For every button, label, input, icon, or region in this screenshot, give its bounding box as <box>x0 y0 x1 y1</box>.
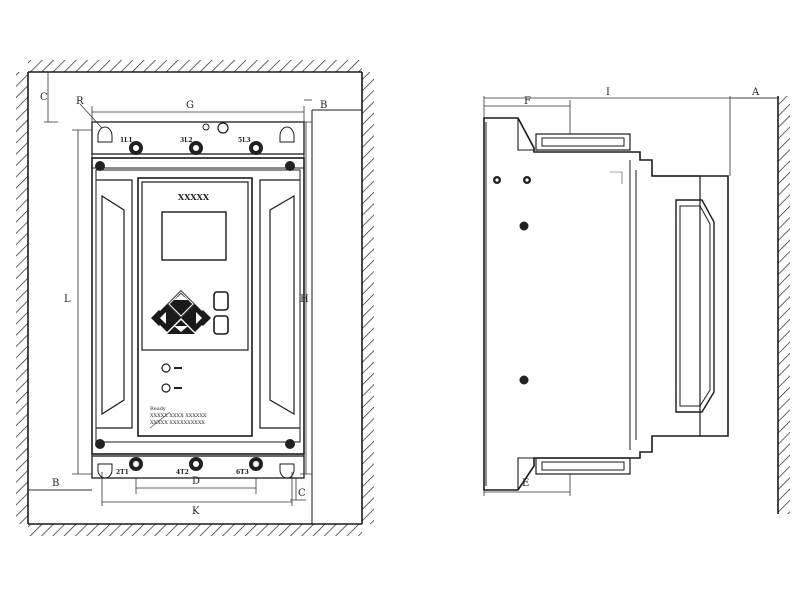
lcd-display <box>161 211 227 261</box>
dim-label-h: H <box>300 294 309 305</box>
terminal-label-2t1: 2T1 <box>116 469 129 476</box>
dim-label-c-bottom: C <box>298 488 306 499</box>
dim-label-g: G <box>186 100 194 111</box>
dim-label-l: L <box>64 294 71 305</box>
brand-label: XXXXX <box>178 192 210 202</box>
status-led <box>161 363 171 373</box>
top-terminals: 1L1 3L2 5L3 <box>120 137 263 155</box>
terminal-label-6t3: 6T3 <box>236 469 249 476</box>
control-panel: XXXXX Ready <box>137 177 253 437</box>
bottom-mounting-plate: 2T1 4T2 6T3 <box>91 442 305 479</box>
panel-text-1: Ready <box>150 406 166 412</box>
dim-label-a: A <box>751 87 760 98</box>
enclosure-walls <box>16 60 374 536</box>
dim-label-d: D <box>192 476 200 487</box>
side-view: I A F E <box>483 87 790 514</box>
front-view: 1L1 3L2 5L3 XXXXX <box>16 60 374 536</box>
starter-body <box>91 157 305 455</box>
panel-text-3: XXXXX XXXXXXXXXX <box>150 420 205 426</box>
dim-label-i: I <box>606 87 610 98</box>
dim-label-e: E <box>522 478 529 489</box>
dim-label-r: R <box>76 96 84 107</box>
terminal-label-1l1: 1L1 <box>120 137 133 144</box>
stop-key <box>213 315 229 335</box>
dim-label-k: K <box>192 506 200 517</box>
dim-label-b-left: B <box>52 478 59 489</box>
side-housing <box>483 117 729 491</box>
dim-label-b-right: B <box>320 100 327 111</box>
side-wall <box>777 96 790 514</box>
terminal-label-3l2: 3L2 <box>180 137 193 144</box>
front-dimensions: C R G B L H B D C K <box>28 72 327 517</box>
dim-label-f: F <box>524 96 531 107</box>
side-dimensions: I A F E <box>483 87 778 496</box>
keypad <box>151 290 229 335</box>
terminal-label-4t2: 4T2 <box>176 469 189 476</box>
fault-led <box>161 383 171 393</box>
terminal-label-5l3: 5L3 <box>238 137 251 144</box>
panel-text-2: XXXXX XXXX XXXXXX <box>150 413 207 419</box>
start-key <box>213 291 229 311</box>
dim-label-c-top: C <box>40 92 48 103</box>
